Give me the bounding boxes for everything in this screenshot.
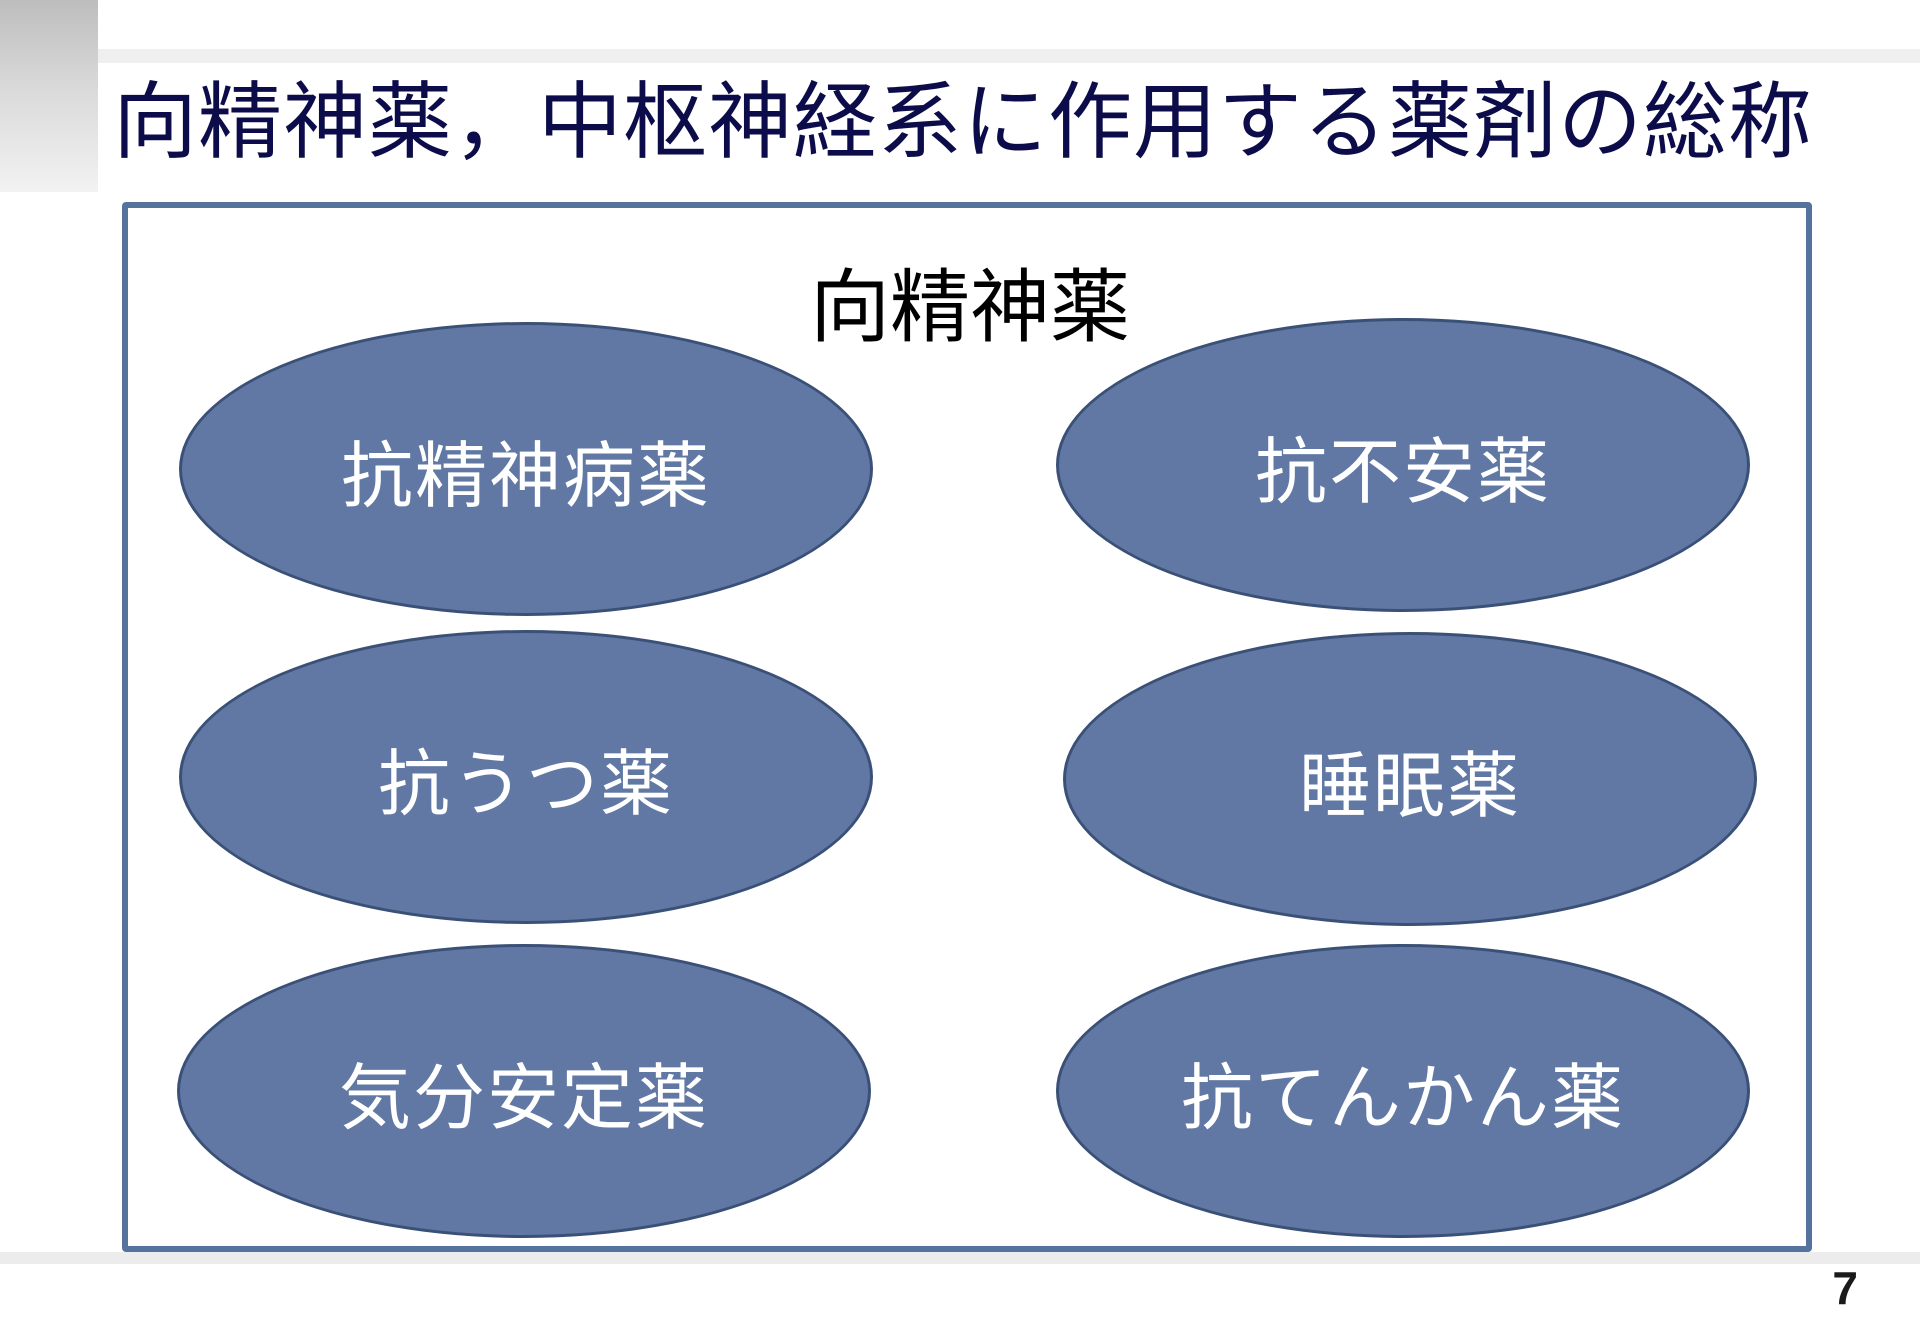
category-ellipse-hypnotic: 睡眠薬 <box>1063 632 1757 926</box>
footer-divider <box>0 1252 1920 1264</box>
slide-title: 向精神薬，中枢神経系に作用する薬剤の総称 <box>113 73 1814 171</box>
category-ellipse-antiepileptic: 抗てんかん薬 <box>1056 944 1750 1238</box>
category-ellipse-mood-stabilizer: 気分安定薬 <box>177 944 871 1238</box>
page-number: 7 <box>1832 1262 1858 1314</box>
category-ellipse-antipsychotic: 抗精神病薬 <box>179 322 873 616</box>
category-ellipse-anxiolytic: 抗不安薬 <box>1056 318 1750 612</box>
group-label: 向精神薬 <box>810 261 1130 354</box>
corner-accent <box>0 0 98 192</box>
category-ellipse-antidepressant: 抗うつ薬 <box>179 630 873 924</box>
title-divider <box>98 49 1920 63</box>
